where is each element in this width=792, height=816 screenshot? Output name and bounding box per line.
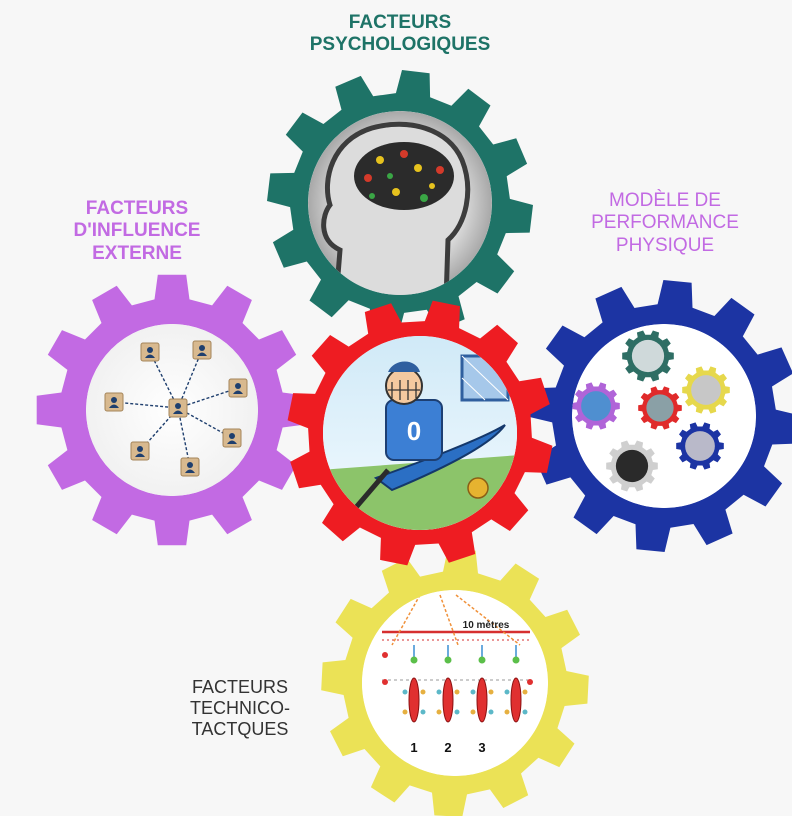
kayak-icon bbox=[436, 645, 460, 723]
label-line: PHYSIQUE bbox=[615, 234, 715, 256]
label-line: TECHNICO- bbox=[190, 698, 290, 719]
person-node-icon bbox=[180, 457, 200, 477]
mini-gear-icon bbox=[682, 366, 730, 414]
lane-number: 3 bbox=[478, 740, 485, 755]
label-line: MODÈLE DE bbox=[609, 190, 721, 211]
person-node-icon bbox=[228, 378, 248, 398]
kayak-icon bbox=[470, 645, 494, 723]
brain-icon bbox=[308, 111, 492, 295]
label-technical-factors: FACTEURS TECHNICO- TACTQUES bbox=[180, 677, 300, 741]
label-physical-model: MODÈLE DE PERFORMANCE PHYSIQUE bbox=[590, 190, 740, 257]
label-line: D'INFLUENCE bbox=[73, 220, 201, 242]
mini-gear-icon bbox=[606, 440, 658, 492]
mini-gear-icon bbox=[622, 330, 674, 382]
label-line: PSYCHOLOGIQUES bbox=[309, 34, 491, 56]
person-node-icon bbox=[168, 398, 188, 418]
lane-number: 1 bbox=[410, 740, 417, 755]
mini-gear-icon bbox=[572, 382, 620, 430]
person-node-icon bbox=[140, 342, 160, 362]
jersey-number: 0 bbox=[407, 416, 421, 446]
kayak-lanes-icon: 10 mètres 1 2 3 bbox=[362, 590, 548, 776]
person-node-icon bbox=[192, 340, 212, 360]
label-line: FACTEURS bbox=[85, 198, 189, 219]
mini-gear-icon bbox=[676, 422, 724, 470]
label-line: FACTEURS bbox=[348, 12, 452, 33]
distance-label: 10 mètres bbox=[463, 620, 510, 631]
person-node-icon bbox=[222, 428, 242, 448]
label-external-factors: FACTEURS D'INFLUENCE EXTERNE bbox=[52, 198, 222, 265]
kayak-icon bbox=[504, 645, 528, 723]
mini-gears-icon bbox=[572, 324, 756, 508]
kayak-icon bbox=[402, 645, 426, 723]
mini-gear-icon bbox=[638, 386, 682, 430]
person-node-icon bbox=[130, 441, 150, 461]
label-line: TACTQUES bbox=[191, 719, 289, 740]
label-line: FACTEURS bbox=[191, 677, 288, 697]
lane-number: 2 bbox=[444, 740, 451, 755]
label-psychological-factors: FACTEURS PSYCHOLOGIQUES bbox=[300, 12, 500, 57]
label-line: EXTERNE bbox=[92, 242, 182, 264]
label-line: PERFORMANCE bbox=[591, 212, 739, 234]
network-people-icon bbox=[86, 324, 258, 496]
person-node-icon bbox=[104, 392, 124, 412]
canoe-polo-player-icon: 0 bbox=[323, 336, 517, 530]
